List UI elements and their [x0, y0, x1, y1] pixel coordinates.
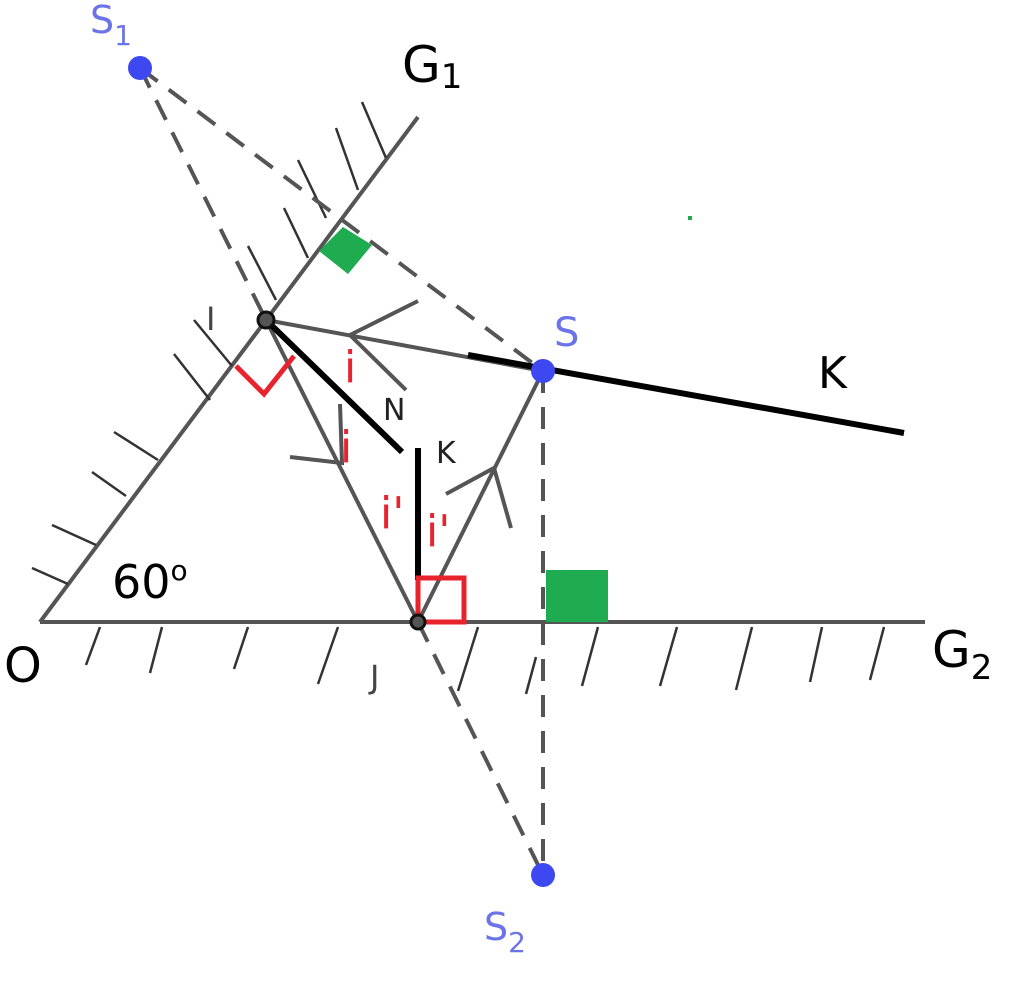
mirror-g2-hatching	[84, 626, 886, 695]
ray-i-j	[264, 319, 420, 623]
dashed-s1-s	[138, 66, 545, 373]
label-s: S	[554, 310, 579, 356]
label-angle-i-mid: i	[340, 422, 352, 473]
label-j: J	[368, 658, 379, 696]
right-angle-green-g1	[319, 227, 372, 274]
dashed-j-s2	[416, 621, 545, 876]
label-g1: G1	[402, 36, 462, 97]
arrow-i-j	[289, 403, 345, 466]
label-angle-60: 60o	[112, 554, 188, 609]
construction-lines	[138, 66, 545, 876]
mirror-g1	[38, 115, 420, 624]
label-angle-i-prime-left: i'	[380, 488, 404, 539]
label-i: I	[206, 300, 215, 338]
arrow-j-s	[445, 465, 513, 529]
label-n: N	[383, 393, 405, 428]
label-g2: G2	[932, 621, 992, 688]
right-angle-green-g2	[546, 570, 608, 622]
label-angle-i-top: i	[344, 342, 356, 393]
label-angle-i-prime-right: i'	[426, 506, 450, 557]
label-k-near: K	[436, 436, 457, 471]
green-speck	[688, 216, 692, 220]
point-s	[531, 359, 555, 383]
point-i	[256, 310, 276, 330]
label-s2: S2	[484, 905, 526, 959]
point-s2	[531, 863, 555, 887]
right-angle-red-j	[415, 575, 467, 625]
label-s1: S1	[90, 0, 132, 52]
mirror-g1-hatching	[31, 101, 388, 586]
point-s1	[128, 56, 152, 80]
light-ray	[264, 318, 545, 623]
point-j	[409, 613, 427, 631]
arrow-s-i	[346, 299, 419, 392]
label-k-far: K	[818, 348, 848, 399]
right-angle-red-i	[234, 354, 296, 398]
ray-j-s	[416, 370, 545, 623]
normal-i-n	[263, 317, 405, 455]
label-o: O	[4, 638, 42, 694]
ray-arrows	[289, 299, 513, 529]
dashed-s1-i	[138, 67, 268, 321]
